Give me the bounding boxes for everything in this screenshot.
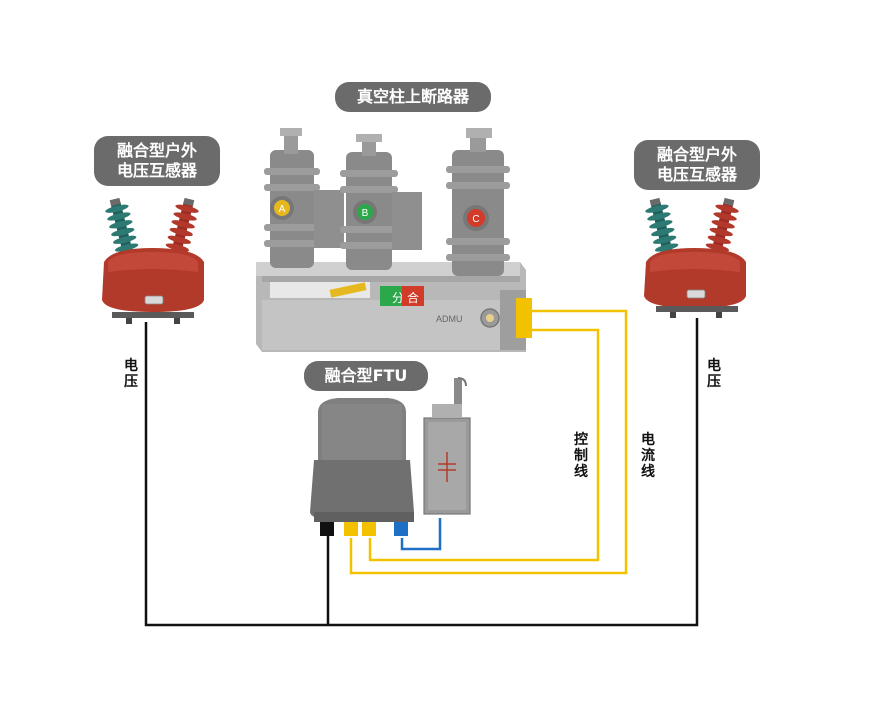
current-line-label: 电流线: [641, 432, 655, 480]
breaker-title-label: 真空柱上断路器: [335, 82, 491, 112]
ftu-title-text: 融合型FTU: [324, 366, 408, 385]
pt-left-device: [102, 197, 204, 324]
pt-right-device: [644, 197, 746, 318]
sign-open-text: 分: [392, 291, 404, 305]
control-line-label: 控制线: [574, 432, 588, 480]
ftu-port-black: [320, 522, 334, 536]
pt-right-title-line1: 融合型户外: [656, 145, 737, 164]
breaker-connector-yellow: [516, 298, 532, 338]
sign-close-text: 合: [407, 290, 419, 305]
phase-a-marker: A: [279, 204, 286, 215]
pt-right-title-line2: 电压互感器: [656, 165, 737, 184]
yellow-control-wire: [368, 328, 600, 562]
ftu-device: [310, 377, 471, 536]
pt-left-title-label: 融合型户外 电压互感器: [94, 136, 220, 186]
pt-right-green-insulator: [645, 197, 681, 265]
breaker-title-text: 真空柱上断路器: [356, 87, 469, 106]
voltage-label-left: 电压: [124, 358, 138, 390]
breaker-device: A B: [256, 128, 532, 352]
phase-b-marker: B: [362, 208, 369, 219]
ftu-port-yellow-1: [344, 522, 358, 536]
ftu-port-yellow-2: [362, 522, 376, 536]
breaker-column-b: B: [340, 134, 422, 270]
breaker-column-a: A: [264, 128, 344, 268]
voltage-label-right: 电压: [707, 358, 721, 390]
pt-left-title-line1: 融合型户外: [116, 141, 197, 160]
pt-right-title-label: 融合型户外 电压互感器: [634, 140, 760, 190]
pt-left-title-line2: 电压互感器: [116, 161, 197, 180]
ftu-side-box: [423, 377, 471, 515]
ftu-port-blue: [394, 522, 408, 536]
black-voltage-wires: [144, 318, 699, 627]
yellow-current-wire: [349, 309, 628, 575]
ftu-title-label: 融合型FTU: [304, 361, 428, 391]
brand-text: ADMU: [436, 314, 463, 324]
blue-signal-wire: [400, 518, 442, 551]
breaker-column-c: C: [446, 128, 510, 276]
phase-c-marker: C: [472, 214, 479, 225]
